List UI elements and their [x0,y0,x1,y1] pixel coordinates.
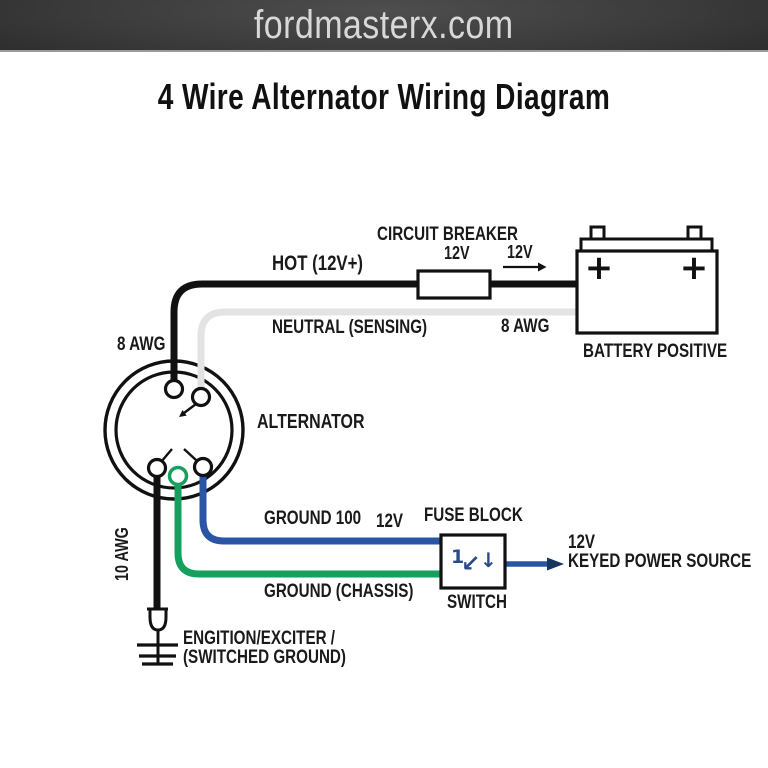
terminal-ground [192,456,214,478]
label-flow-12v: 12V [507,242,533,262]
switch-symbol-arrow-down: ↓ [480,548,497,572]
keyed-output-arrowhead [547,557,564,571]
circuit-breaker-box [416,269,492,300]
site-name: fordmasterx.com [254,2,514,47]
terminal-neutral [190,386,212,408]
label-ground-chassis: GROUND (CHASSIS) [264,581,414,602]
ignition-plug-symbol [147,607,168,632]
label-battery-positive: BATTERY POSITIVE [583,341,728,362]
label-ignition-exciter-line1: ENGITION/EXCITER / [183,628,336,649]
site-header: fordmasterx.com [0,0,768,52]
alternator-chevron-lines [160,448,197,463]
label-10awg-vertical: 10 AWG [112,527,132,581]
battery-plus-left: + [585,248,614,288]
chassis-ground-wire [174,476,442,578]
switch-symbol-arrow-downleft: ↙ [461,551,481,577]
label-keyed-power-source: KEYED POWER SOURCE [568,551,752,572]
hot-wire [170,280,577,389]
label-circuit-breaker: CIRCUIT BREAKER [377,224,519,245]
label-breaker-12v: 12V [444,243,470,263]
battery-body [575,249,719,335]
switch-symbol-one: 1 [451,546,465,568]
label-ground-100: GROUND 100 [264,508,362,529]
label-ground-12v: 12V [376,511,404,532]
flow-arrowhead [538,262,547,272]
label-fuse-block: FUSE BLOCK [424,505,523,526]
terminal-chassis-ground [167,465,189,487]
terminal-hot [163,378,185,400]
label-switch: SWITCH [447,592,507,613]
alternator-pointer-arrowhead [179,410,187,417]
fuse-block-switch-box [439,533,507,590]
label-ignition-exciter-line2: (SWITCHED GROUND) [183,647,346,668]
label-8awg-left: 8 AWG [117,334,166,355]
label-neutral-sensing: NEUTRAL (SENSING) [272,317,428,338]
page-title: 4 Wire Alternator Wiring Diagram [157,76,611,117]
terminal-exciter [146,457,168,479]
ground-12v-wire [199,467,442,545]
label-8awg-right: 8 AWG [501,316,550,337]
label-hot-12v: HOT (12V+) [272,252,364,275]
label-keyed-12v: 12V [568,532,596,553]
neutral-sensing-wire [197,308,577,397]
battery-plus-right: + [680,248,709,288]
alternator-pointer-line [183,403,197,414]
label-alternator: ALTERNATOR [257,411,365,433]
